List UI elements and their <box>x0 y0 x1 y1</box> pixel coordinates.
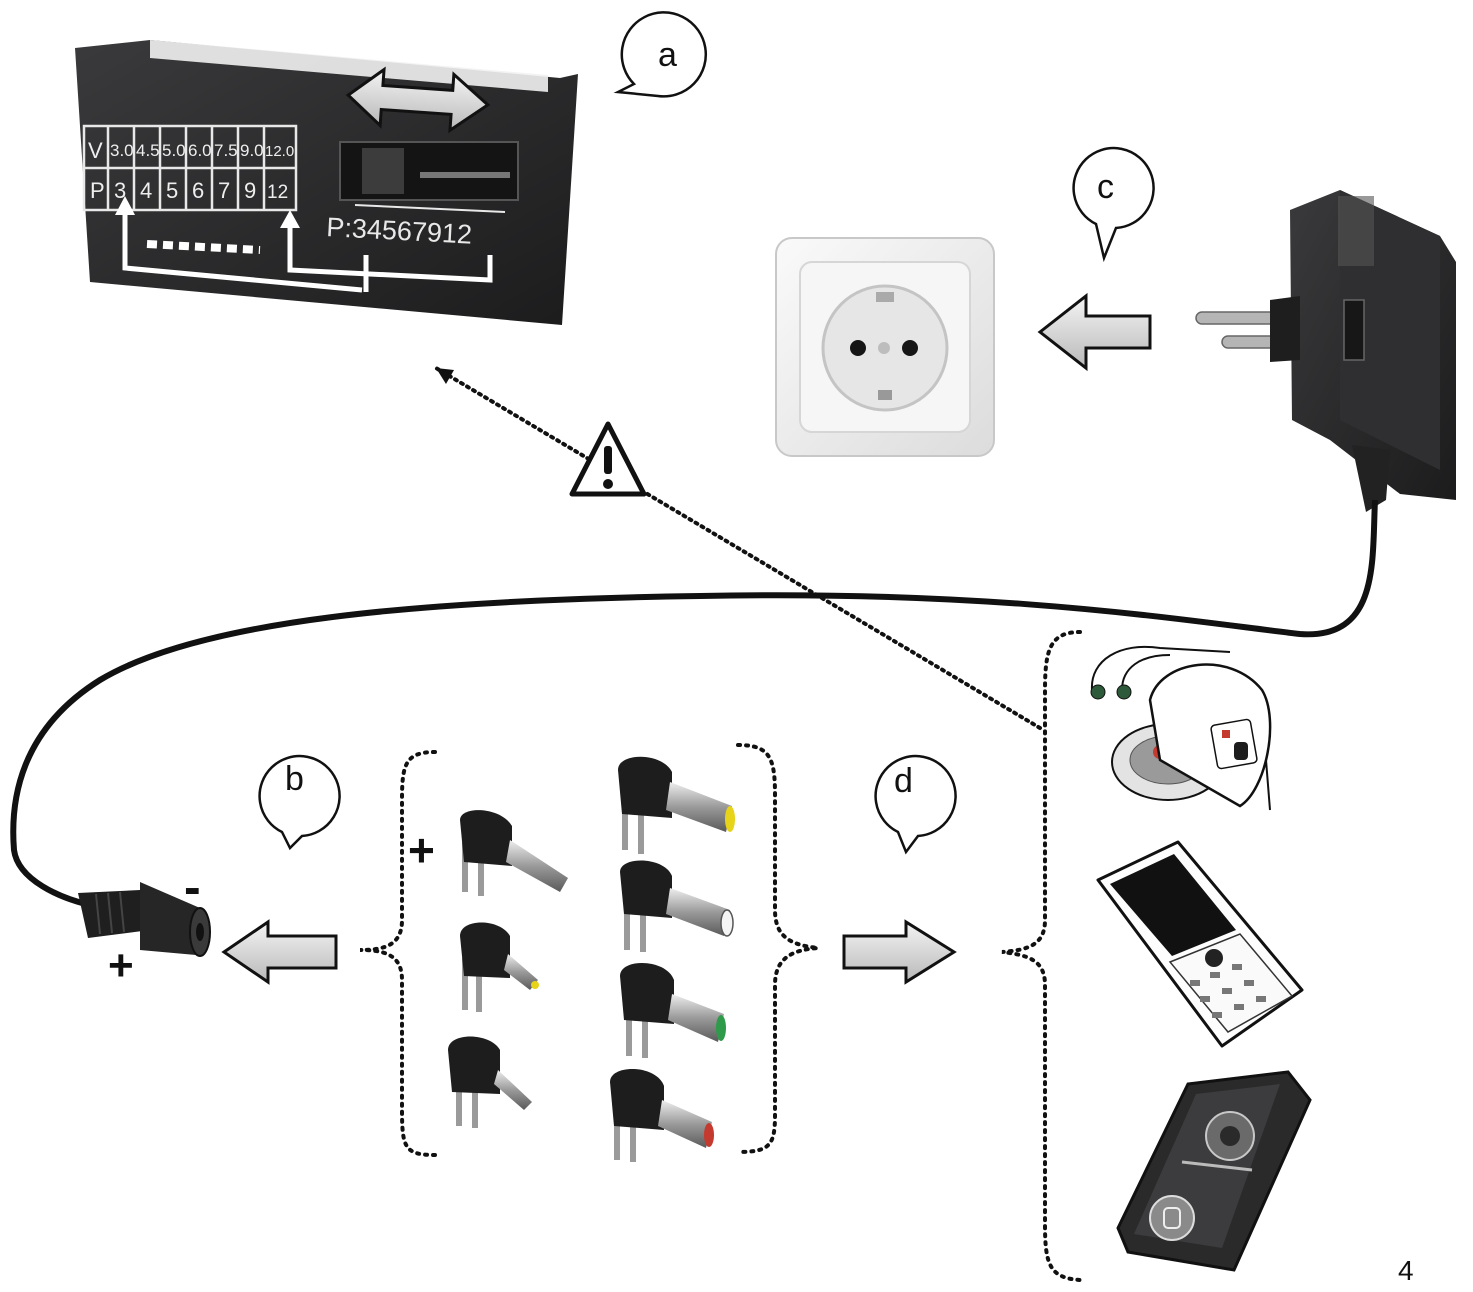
swap-arrow-icon <box>345 66 491 134</box>
voltage-cell: 7.5 <box>214 141 238 160</box>
page-number: 4 <box>1398 1255 1414 1286</box>
adapter-selector-closeup: V P 3.0 4.5 5.0 6.0 7.5 9.0 12.0 3 4 5 6… <box>75 40 578 325</box>
right-arrow-icon <box>842 919 957 985</box>
devices-brace <box>1001 630 1082 1282</box>
table-v-header: V <box>88 138 103 163</box>
position-cell: 3 <box>114 178 126 203</box>
power-adapter <box>1195 190 1456 512</box>
position-cell: 4 <box>140 178 152 203</box>
voltage-position-table <box>82 124 298 212</box>
voltage-cell: 6.0 <box>188 141 212 160</box>
table-p-header: P <box>90 178 105 203</box>
position-cell: 6 <box>192 178 204 203</box>
voltage-cell: 4.5 <box>136 141 160 160</box>
plug-minus-label: - <box>184 859 201 915</box>
adapter-tip-small <box>460 922 539 1012</box>
adapter-tip-red <box>610 1068 714 1162</box>
power-cable <box>10 499 1378 908</box>
dc-plug <box>78 882 211 957</box>
voltage-cell: 9.0 <box>240 141 264 160</box>
callout-d-label: d <box>894 762 913 800</box>
warning-dotted-line <box>434 366 1042 730</box>
callout-a: a <box>613 11 708 98</box>
callout-c-label: c <box>1097 168 1114 206</box>
device-cd-player <box>1090 645 1272 811</box>
position-cell: 12 <box>267 182 288 203</box>
tips-brace-left <box>359 750 437 1157</box>
wall-socket <box>775 237 995 457</box>
position-cell: 9 <box>244 178 256 203</box>
position-cell: 7 <box>218 178 230 203</box>
left-arrow-icon <box>221 919 338 985</box>
callout-d: d <box>874 754 957 855</box>
callout-b-label: b <box>285 760 304 798</box>
position-cell: 5 <box>166 178 178 203</box>
voltage-cell: 5.0 <box>162 141 186 160</box>
adapter-tip-jack <box>460 810 568 896</box>
plug-plus-label: + <box>108 941 134 990</box>
callout-c: c <box>1072 146 1155 263</box>
voltage-cell: 12.0 <box>265 143 294 160</box>
tip-plus-label: + <box>408 824 435 876</box>
callout-a-label: a <box>658 36 677 74</box>
adapter-tip-green <box>620 962 726 1058</box>
warning-icon <box>569 421 647 497</box>
left-arrow-icon <box>1037 292 1152 372</box>
device-mobile-phone <box>1096 840 1304 1048</box>
adapter-tip-mini <box>448 1036 532 1128</box>
adapter-tip-yellow <box>618 756 735 854</box>
position-indicator-lines <box>122 208 493 293</box>
device-media-player <box>1116 1070 1312 1272</box>
voltage-cell: 3.0 <box>110 141 134 160</box>
callout-b: b <box>258 754 341 851</box>
adapter-tip-white <box>620 860 734 952</box>
tips-brace-right <box>736 743 819 1154</box>
